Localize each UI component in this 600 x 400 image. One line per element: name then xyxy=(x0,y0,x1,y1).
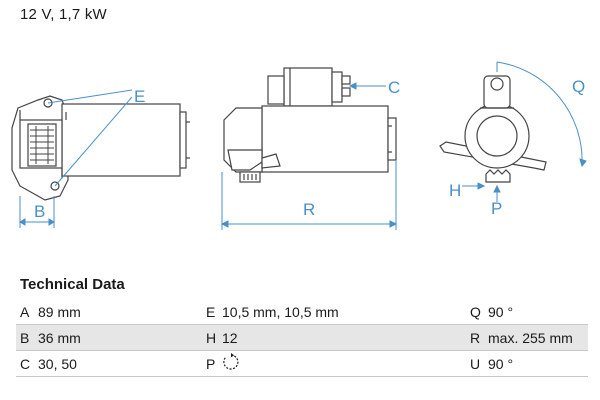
value-b: 36 mm xyxy=(38,329,81,346)
front-view-drawing xyxy=(439,75,547,183)
key-e: E xyxy=(206,303,216,320)
table-row: A 89 mm E 10,5 mm, 10,5 mm Q 90 ° xyxy=(16,299,588,325)
spec-heading: 12 V, 1,7 kW xyxy=(20,6,107,23)
key-r: R xyxy=(470,329,481,346)
starter-motor-diagram: E B C R xyxy=(11,61,587,230)
value-p xyxy=(222,351,466,377)
label-b: B xyxy=(34,202,45,221)
key-u: U xyxy=(470,355,481,372)
key-a: A xyxy=(20,303,30,320)
value-c: 30, 50 xyxy=(38,355,77,372)
value-q: 90 ° xyxy=(488,303,514,320)
value-u: 90 ° xyxy=(488,355,514,372)
end-view-drawing xyxy=(11,95,190,201)
dimension-lines-right xyxy=(462,61,587,202)
key-q: Q xyxy=(470,303,481,320)
label-p: P xyxy=(491,199,502,218)
label-r: R xyxy=(303,200,315,219)
key-c: C xyxy=(20,355,31,372)
technical-data-table: A 89 mm E 10,5 mm, 10,5 mm Q 90 ° B 36 m… xyxy=(16,299,588,377)
key-p: P xyxy=(206,355,216,372)
table-row: B 36 mm H 12 R max. 255 mm xyxy=(16,324,588,351)
value-r: max. 255 mm xyxy=(488,329,573,346)
technical-data-title: Technical Data xyxy=(20,276,125,293)
rotation-clockwise-icon xyxy=(223,353,239,370)
label-e: E xyxy=(134,87,145,106)
key-h: H xyxy=(206,329,217,346)
dimension-lines-left xyxy=(19,89,133,228)
side-view-drawing xyxy=(223,67,397,183)
label-h: H xyxy=(449,181,461,200)
value-h: 12 xyxy=(222,329,238,346)
label-c: C xyxy=(388,78,400,97)
value-a: 89 mm xyxy=(38,303,81,320)
table-row: C 30, 50 P U 90 ° xyxy=(16,350,588,377)
label-q: Q xyxy=(572,77,585,96)
value-e: 10,5 mm, 10,5 mm xyxy=(222,303,339,320)
dimension-lines-middle xyxy=(220,82,398,230)
key-b: B xyxy=(20,329,30,346)
